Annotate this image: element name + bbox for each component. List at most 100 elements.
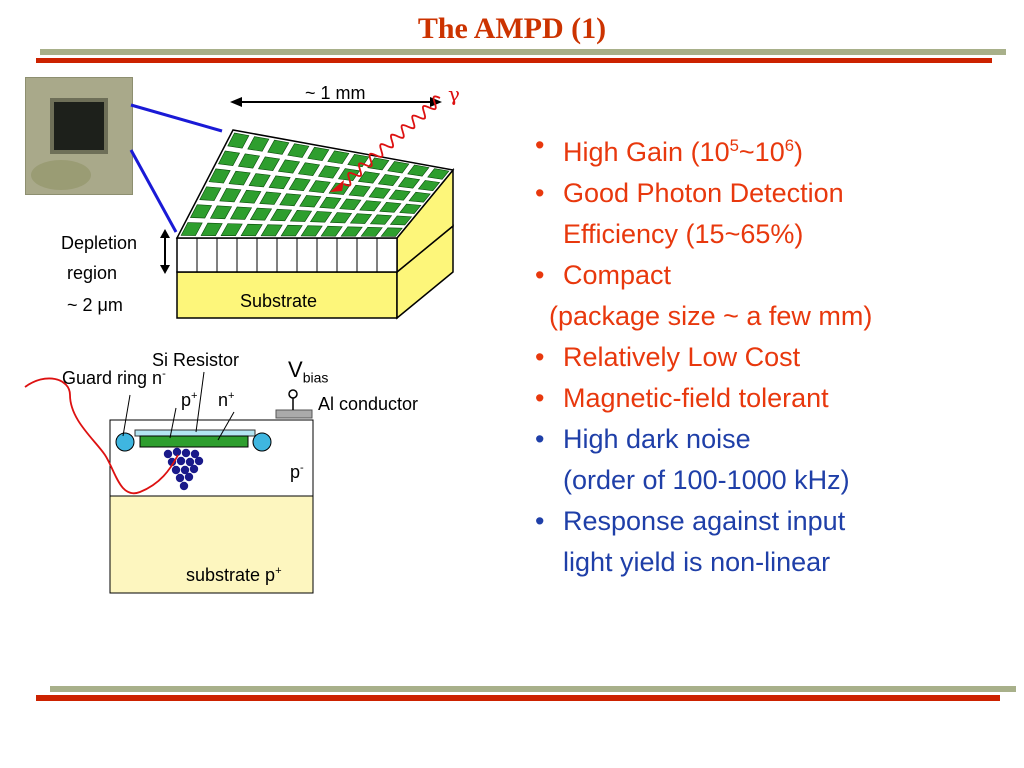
- pixel-cell: [327, 150, 350, 165]
- bottom-divider-red: [36, 695, 1000, 701]
- pixel-cell: [220, 223, 243, 237]
- pixel-cell: [427, 168, 450, 180]
- pixel-cell: [288, 177, 311, 192]
- chip-die: [54, 102, 104, 150]
- pixel-cell: [267, 139, 290, 155]
- electron-dot: [185, 457, 195, 467]
- bottom-divider-green: [50, 686, 1016, 692]
- pixel-cell: [299, 195, 322, 208]
- pixel-cell: [217, 150, 241, 166]
- list-item: High Gain (105~106): [535, 125, 1005, 173]
- pixel-cell: [357, 171, 381, 184]
- region-label: region: [67, 263, 118, 283]
- si-resistor-label: Si Resistor: [152, 350, 240, 370]
- list-item: Magnetic-field tolerant: [535, 378, 1005, 419]
- pixel-cell: [279, 193, 302, 207]
- electron-dot: [184, 472, 194, 482]
- pixel-cell: [368, 187, 391, 199]
- pixel-cell: [377, 174, 401, 187]
- photon-arrowhead: [330, 180, 344, 192]
- gamma-symbol: γ: [448, 82, 460, 106]
- pixel-cell: [280, 224, 303, 237]
- pixel-cell: [349, 213, 373, 224]
- pixel-cell: [240, 223, 263, 237]
- pixel-cell: [369, 214, 393, 225]
- pixel-cell: [249, 207, 273, 221]
- pixel-cell: [380, 227, 403, 237]
- pixel-cell: [360, 226, 383, 237]
- pixel-cell: [329, 212, 353, 224]
- slide-title: The AMPD (1): [417, 12, 607, 45]
- pixel-cell: [320, 225, 343, 237]
- pixel-cell: [317, 165, 341, 179]
- pixel-cell: [308, 180, 331, 193]
- si-resistor: [134, 429, 256, 437]
- pixel-cell: [260, 224, 283, 237]
- guard-ring-left: [115, 432, 135, 452]
- electron-dot: [179, 481, 189, 491]
- photo-connector-bottom: [129, 149, 178, 233]
- photo-connector-top: [130, 103, 223, 133]
- scale-label: ~ 1 mm: [305, 83, 366, 103]
- pixel-cell: [397, 177, 421, 189]
- pixel-cell: [208, 168, 231, 184]
- pixel-cell: [389, 215, 413, 226]
- feature-list: High Gain (105~106) Good Photon Detectio…: [535, 125, 1005, 583]
- pixel-cell: [219, 188, 242, 203]
- pixel-cell: [268, 175, 291, 190]
- pixel-cell: [340, 226, 363, 237]
- pixel-cell: [348, 184, 371, 197]
- pixel-cell: [247, 136, 270, 152]
- electron-dot: [190, 449, 200, 459]
- pixel-cell: [269, 208, 293, 222]
- pixel-cell: [257, 156, 281, 171]
- electron-dot: [180, 465, 190, 475]
- pixel-cell: [417, 180, 441, 192]
- pixel-cell: [300, 225, 323, 237]
- cross-section-substrate: [109, 495, 314, 594]
- electron-dot: [189, 464, 199, 474]
- pixel-cell: [248, 173, 271, 188]
- depth-label: ~ 2 μm: [67, 295, 123, 315]
- pixel-cell: [309, 211, 333, 223]
- depletion-front: [176, 237, 398, 273]
- pixel-cell: [227, 132, 250, 149]
- photon-wave-bottom: [24, 377, 179, 495]
- photon-wave: [343, 95, 441, 187]
- pixel-cell: [289, 210, 313, 222]
- electron-dot: [181, 448, 191, 458]
- pixel-cell: [388, 189, 411, 201]
- pixel-cell: [239, 189, 262, 204]
- pixel-cell: [367, 157, 390, 171]
- pixel-cell: [399, 203, 422, 214]
- pixel-cell: [180, 222, 203, 236]
- electron-dot: [163, 449, 173, 459]
- electron-dot: [167, 457, 177, 467]
- p-minus-label: p-: [290, 462, 304, 482]
- electron-dot: [176, 456, 186, 466]
- pixel-cell: [387, 161, 410, 174]
- pixel-cell: [229, 206, 253, 220]
- pixel-cell: [237, 153, 261, 169]
- chip-photo: [25, 77, 133, 195]
- pixel-cell: [209, 205, 233, 220]
- pixel-cell: [307, 146, 330, 161]
- depletion-label: Depletion: [61, 233, 138, 253]
- guard-ring-label: Guard ring n-: [62, 368, 166, 388]
- substrate-label: Substrate: [240, 291, 318, 311]
- p-plus-label: p+: [181, 390, 198, 410]
- list-item: Relatively Low Cost: [535, 337, 1005, 378]
- guard-ring-right: [252, 432, 272, 452]
- pixel-cell: [407, 164, 430, 177]
- pixel-cell: [319, 196, 342, 209]
- electron-dot: [172, 447, 182, 457]
- top-divider-red: [36, 58, 992, 63]
- electron-dot: [194, 456, 204, 466]
- substrate-pplus-label: substrate p+: [186, 565, 282, 585]
- pixel-cell: [287, 143, 310, 158]
- pixel-cell: [408, 191, 431, 203]
- electron-dot: [171, 465, 181, 475]
